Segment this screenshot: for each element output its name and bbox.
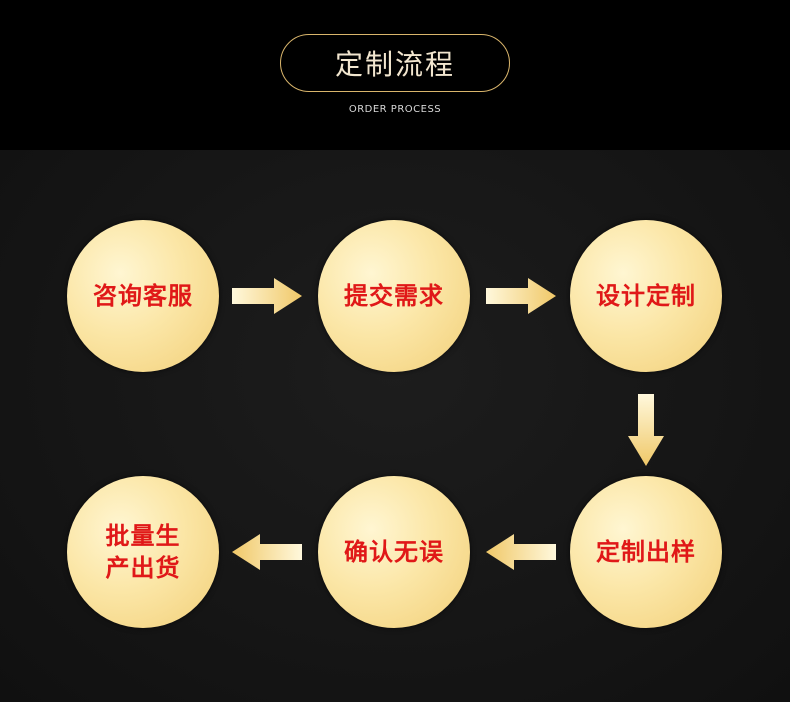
arrow-left-icon	[232, 534, 302, 570]
arrow-down-icon	[628, 394, 664, 466]
step-design: 设计定制	[570, 220, 722, 372]
step-confirm: 确认无误	[318, 476, 470, 628]
step-label: 咨询客服	[93, 282, 193, 310]
header: 定制流程 ORDER PROCESS	[0, 0, 790, 150]
step-submit-requirements: 提交需求	[318, 220, 470, 372]
page-title: 定制流程	[280, 34, 510, 92]
process-flow: 咨询客服 提交需求 设计定制 定制出样	[0, 150, 790, 702]
arrow-left-icon	[486, 534, 556, 570]
step-label: 定制出样	[596, 538, 696, 566]
arrow-right-icon	[232, 278, 302, 314]
step-mass-production: 批量生产出货	[67, 476, 219, 628]
step-label: 设计定制	[596, 282, 696, 310]
page-subtitle: ORDER PROCESS	[348, 104, 442, 115]
arrow-right-icon	[486, 278, 556, 314]
step-label: 确认无误	[344, 538, 444, 566]
step-sample: 定制出样	[570, 476, 722, 628]
step-label: 提交需求	[344, 282, 444, 310]
step-consult: 咨询客服	[67, 220, 219, 372]
step-label: 批量生产出货	[105, 522, 181, 582]
